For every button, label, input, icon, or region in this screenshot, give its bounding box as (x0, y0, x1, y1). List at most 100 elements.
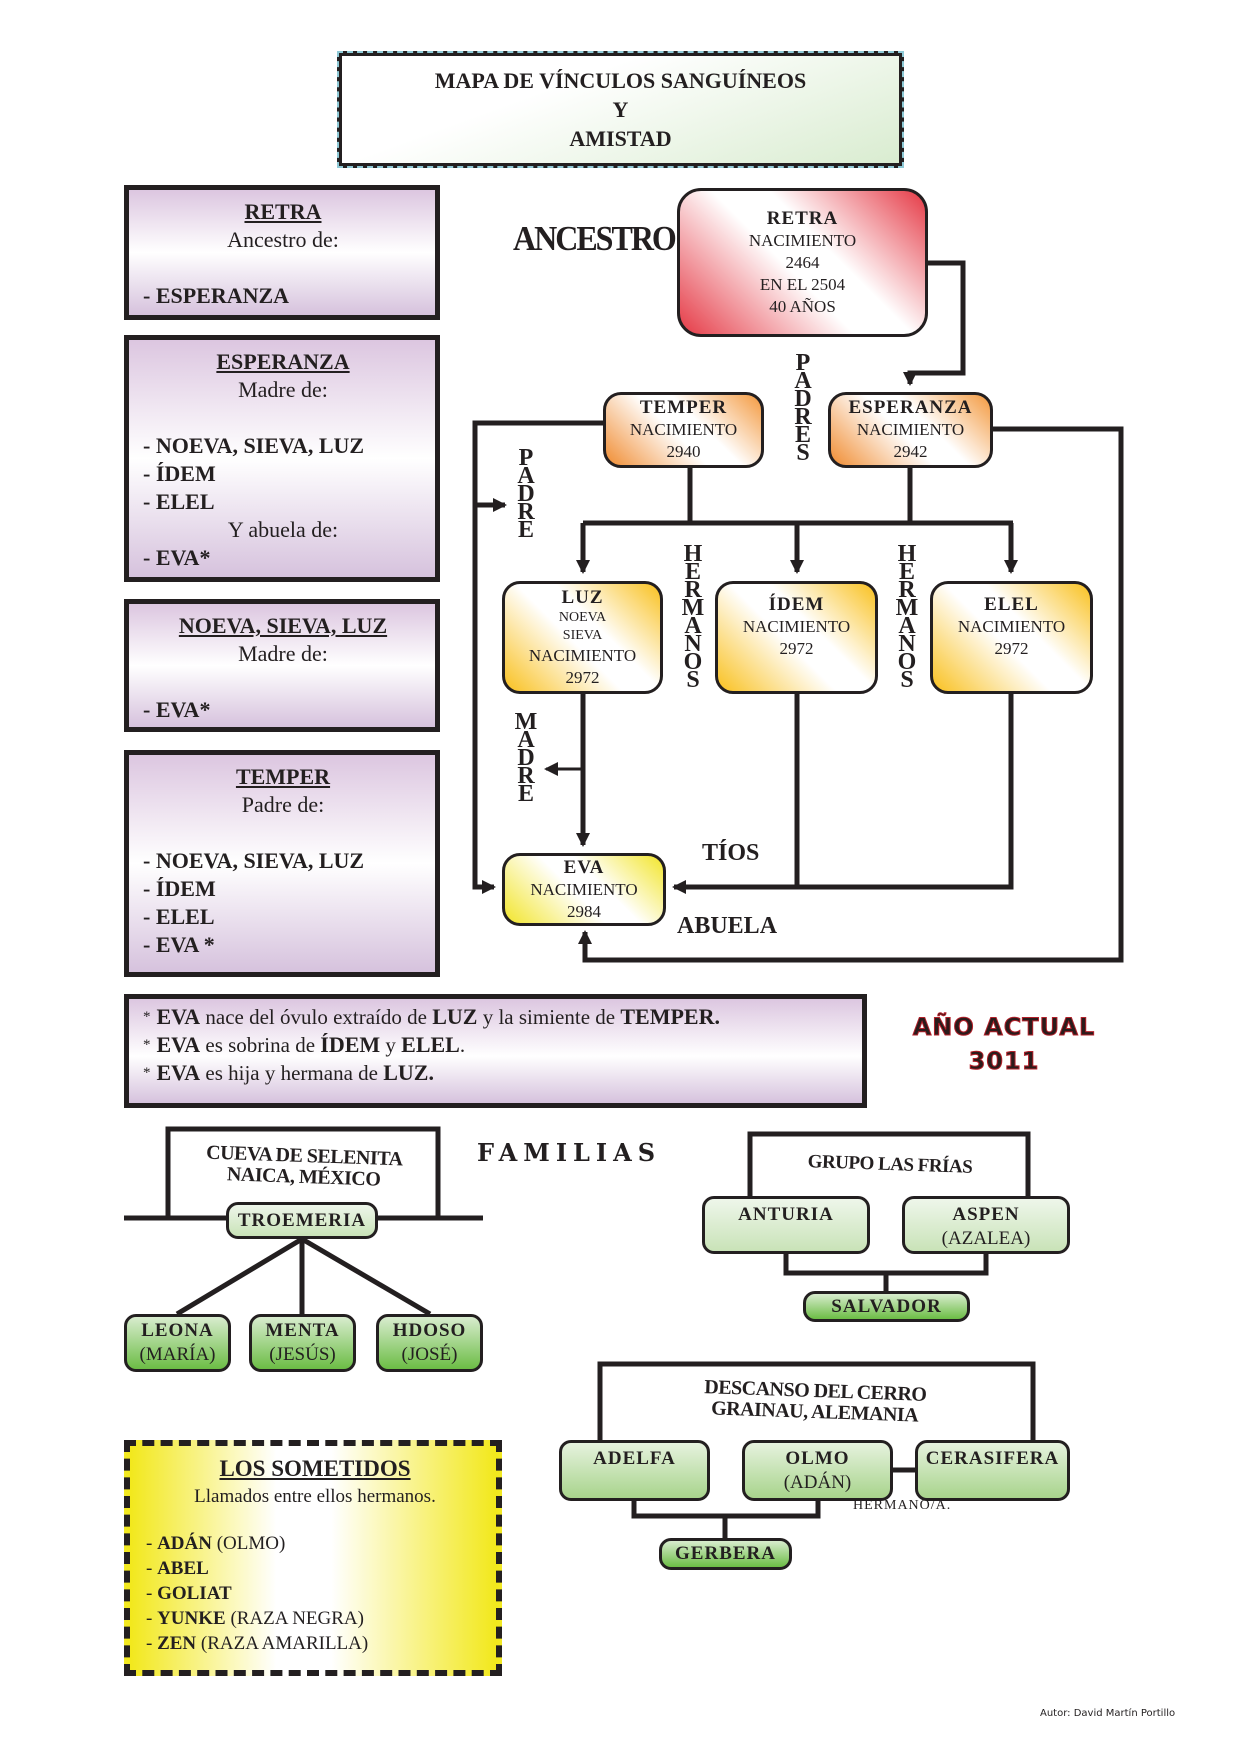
family-node-name: HDOSO (392, 1320, 467, 1341)
line-temper-eva (472, 420, 603, 894)
family-node-name: ANTURIA (738, 1204, 834, 1225)
side-box-esperanza: ESPERANZA Madre de: - NOEVA, SIEVA, LUZ … (124, 335, 440, 582)
note-name: ELEL (401, 1032, 460, 1057)
family-node-menta: MENTA (JESÚS) (249, 1314, 356, 1372)
family-title-cueva: CUEVA DE SELENITA NAICA, MÉXICO (177, 1142, 430, 1193)
family-node-name: MENTA (265, 1320, 340, 1341)
family-node-name: TROEMERIA (237, 1209, 367, 1231)
sometidos-sub: Llamados entre ellos hermanos. (194, 1486, 436, 1507)
title-box: MAPA DE VÍNCULOS SANGUÍNEOS Y AMISTAD (337, 51, 904, 168)
family-node-adelfa: ADELFA (559, 1440, 710, 1501)
side-box-head: TEMPER (235, 764, 331, 789)
note-line: *EVA nace del óvulo extraído de LUZ y la… (143, 1003, 848, 1031)
current-year-value: 3011 (968, 1047, 1040, 1076)
sometidos-item-name: ZEN (157, 1633, 197, 1654)
node-temper: TEMPER NACIMIENTO 2940 (603, 392, 764, 468)
family-node-alias: (MARÍA) (139, 1344, 216, 1365)
side-box-item: - ÍDEM (143, 876, 216, 901)
sometidos-item-note: (RAZA NEGRA) (225, 1608, 364, 1629)
node-line: NACIMIENTO (856, 420, 965, 439)
asterisk-icon: * (143, 1009, 151, 1025)
node-line: SIEVA (562, 627, 603, 643)
sometidos-item-name: GOLIAT (157, 1583, 232, 1604)
line-esperanza-eva (578, 426, 1124, 963)
sometidos-item-name: ABEL (157, 1558, 209, 1579)
current-year-label: AÑO ACTUAL (912, 1013, 1096, 1042)
side-box-sub: Madre de: (238, 377, 328, 402)
node-name: LUZ (561, 586, 604, 608)
side-box-head: NOEVA, SIEVA, LUZ (178, 613, 388, 638)
side-box-item: - ELEL (143, 489, 215, 514)
node-name: RETRA (766, 207, 839, 229)
node-name: ESPERANZA (848, 397, 973, 418)
node-line: NACIMIENTO (742, 617, 851, 636)
family-node-olmo: OLMO (ADÁN) (742, 1440, 893, 1501)
note-name: EVA (156, 1060, 201, 1085)
family-node-aspen: ASPEN (AZALEA) (902, 1196, 1070, 1254)
frias-frame (747, 1131, 1031, 1198)
note-text: es sobrina de (200, 1033, 321, 1057)
node-eva: EVA NACIMIENTO 2984 (502, 853, 666, 926)
side-box-item: - ELEL (143, 904, 215, 929)
family-node-troemeria: TROEMERIA (226, 1202, 378, 1239)
sometidos-box: LOS SOMETIDOS Llamados entre ellos herma… (124, 1440, 502, 1676)
note-name: ÍDEM (320, 1032, 381, 1057)
node-name: TEMPER (639, 397, 728, 418)
family-node-name: LEONA (141, 1320, 214, 1341)
node-line: 40 AÑOS (769, 296, 836, 316)
node-line: NACIMIENTO (528, 645, 637, 665)
descanso-frame (597, 1361, 1036, 1440)
note-name: LUZ. (383, 1060, 434, 1085)
side-box-sub: Madre de: (238, 641, 328, 666)
familias-label: FAMILIAS (477, 1138, 662, 1167)
sometidos-item-name: YUNKE (157, 1608, 226, 1629)
note-text: y (380, 1033, 402, 1057)
sometidos-item-name: ADÁN (157, 1533, 212, 1554)
label-padres: PADRES (794, 350, 812, 466)
notes-box: *EVA nace del óvulo extraído de LUZ y la… (124, 994, 867, 1108)
node-luz: LUZ NOEVA SIEVA NACIMIENTO 2972 (502, 581, 663, 694)
node-line: 2972 (994, 639, 1029, 658)
author-credit: Autor: David Martín Portillo (1040, 1708, 1176, 1719)
sibling-note: HERMANO/A. (853, 1498, 952, 1513)
note-name: EVA (156, 1004, 201, 1029)
side-box-noeva-sieva-luz: NOEVA, SIEVA, LUZ Madre de: - EVA* (124, 599, 440, 732)
side-box-item: - EVA* (143, 545, 211, 570)
line-retra-esperanza (903, 260, 966, 386)
current-year: AÑO ACTUAL 3011 (880, 1010, 1128, 1078)
title-line-3: AMISTAD (569, 126, 672, 151)
family-node-name: GERBERA (675, 1543, 776, 1564)
node-idem: ÍDEM NACIMIENTO 2972 (715, 581, 878, 694)
sometidos-item: - GOLIAT (146, 1583, 232, 1604)
title-line-2: Y (612, 97, 629, 122)
note-name: LUZ (432, 1004, 478, 1029)
family-node-alias: (AZALEA) (941, 1228, 1031, 1249)
node-line: 2984 (567, 901, 601, 921)
node-line: 2942 (893, 442, 928, 461)
asterisk-icon: * (143, 1065, 151, 1081)
family-node-anturia: ANTURIA (702, 1196, 870, 1254)
side-box-item: - NOEVA, SIEVA, LUZ (143, 433, 365, 458)
note-text: . (459, 1033, 466, 1057)
note-name: TEMPER. (620, 1004, 720, 1029)
line-troemeria-hdoso (300, 1236, 432, 1317)
family-node-alias: (JOSÉ) (401, 1344, 458, 1365)
sometidos-item: - ADÁN (OLMO) (146, 1533, 286, 1554)
node-line: 2972 (565, 667, 600, 687)
family-node-name: SALVADOR (831, 1295, 942, 1317)
family-node-name: CERASIFERA (925, 1448, 1060, 1469)
node-line: NOEVA (558, 609, 607, 625)
side-box-item: - ESPERANZA (143, 283, 290, 308)
side-box-item: - EVA* (143, 697, 211, 722)
note-line: *EVA es sobrina de ÍDEM y ELEL. (143, 1031, 848, 1059)
node-retra: RETRA NACIMIENTO 2464 EN EL 2504 40 AÑOS (677, 188, 928, 337)
side-box-sub: Padre de: (241, 792, 325, 817)
node-line: NACIMIENTO (530, 879, 638, 899)
note-text: y la simiente de (477, 1005, 621, 1029)
family-node-gerbera: GERBERA (659, 1538, 792, 1570)
family-node-name: OLMO (785, 1448, 850, 1469)
note-name: EVA (156, 1032, 201, 1057)
node-line: 2940 (666, 442, 701, 461)
node-line: NACIMIENTO (629, 420, 738, 439)
